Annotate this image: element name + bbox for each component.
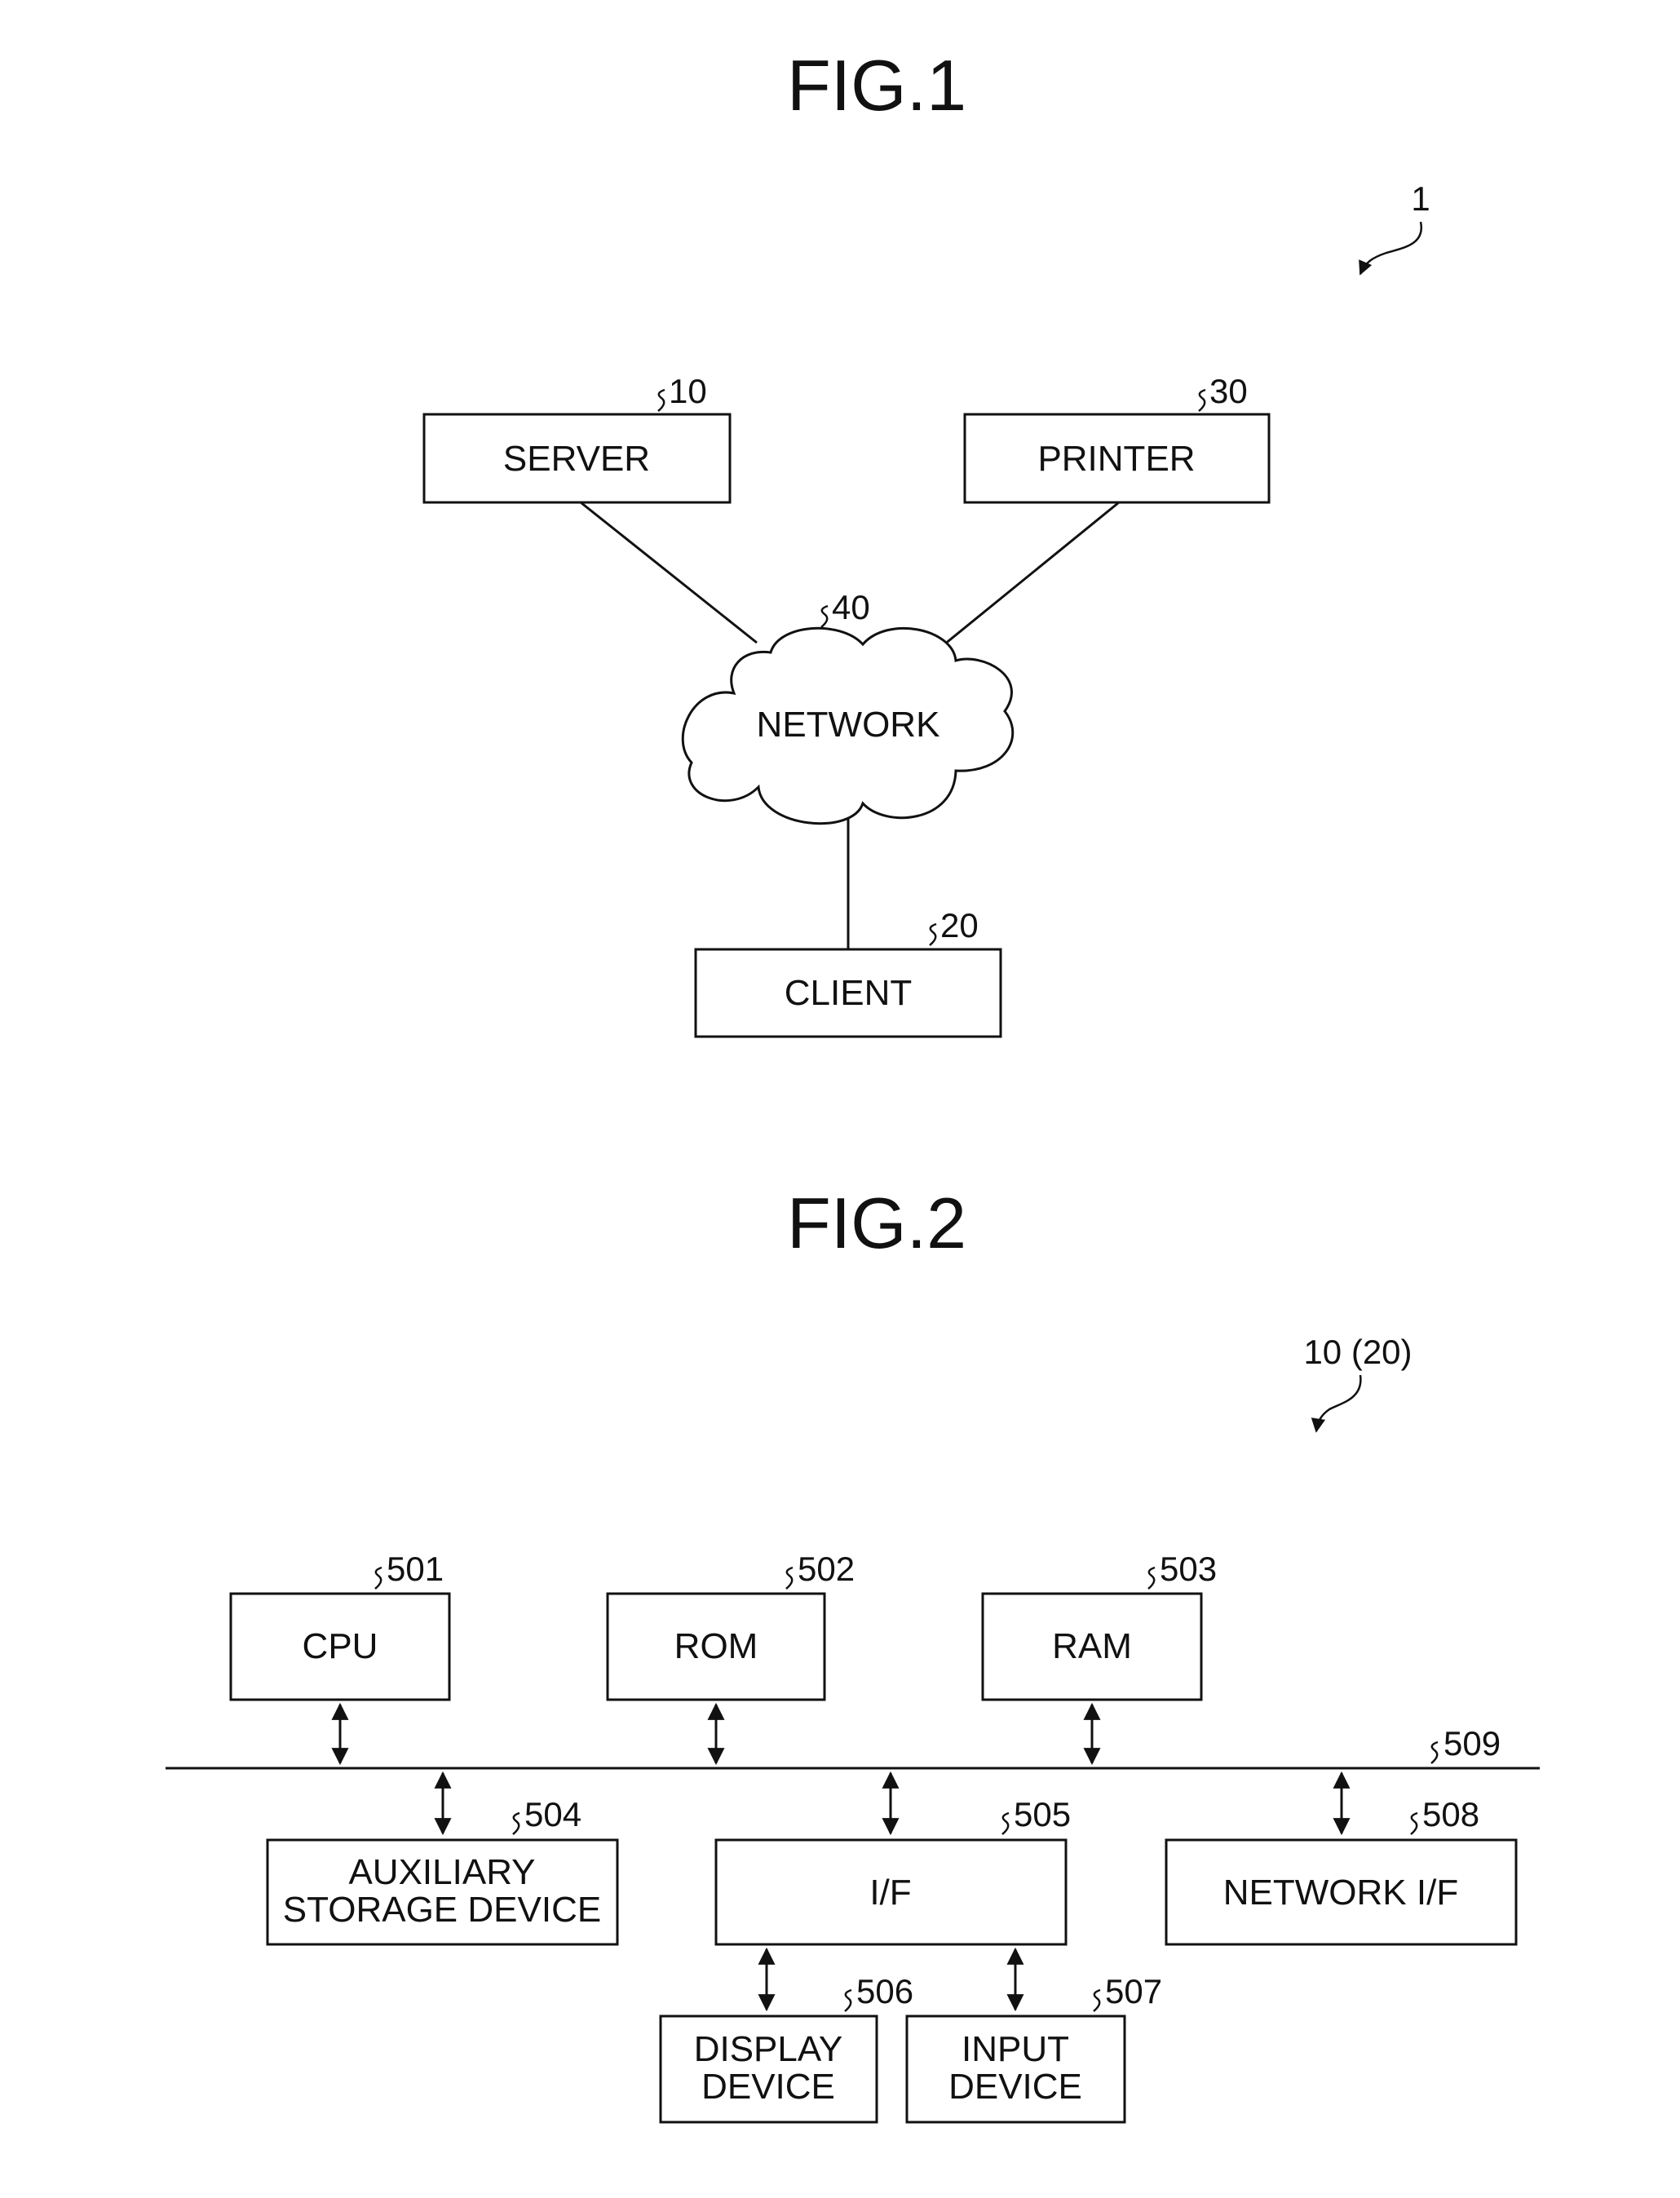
network-ref: 40 bbox=[832, 588, 870, 626]
bus-ref: 509 bbox=[1443, 1724, 1501, 1762]
client-label: CLIENT bbox=[785, 973, 912, 1013]
figure-1: FIG.1 1 SERVER 10 PRINTER 30 NETWORK bbox=[424, 45, 1430, 1037]
ram-ref-squiggle bbox=[1148, 1568, 1155, 1589]
ram-ref: 503 bbox=[1160, 1550, 1217, 1588]
printer-node: PRINTER 30 bbox=[965, 372, 1269, 502]
cpu-ref-squiggle bbox=[375, 1568, 382, 1589]
if-label: I/F bbox=[869, 1873, 911, 1913]
input-ref-squiggle bbox=[1094, 1990, 1100, 2011]
display-device-block: DISPLAY DEVICE 506 bbox=[661, 1949, 913, 2122]
input-label-line1: INPUT bbox=[962, 2029, 1069, 2069]
server-network-link bbox=[581, 502, 757, 643]
network-interface-block: NETWORK I/F 508 bbox=[1166, 1773, 1516, 1944]
printer-label: PRINTER bbox=[1037, 439, 1195, 479]
input-ref: 507 bbox=[1105, 1972, 1162, 2010]
client-ref-squiggle bbox=[930, 924, 936, 945]
netif-label: NETWORK I/F bbox=[1223, 1873, 1458, 1913]
aux-label-line2: STORAGE DEVICE bbox=[283, 1890, 601, 1930]
fig2-title: FIG.2 bbox=[787, 1183, 966, 1263]
printer-ref-squiggle bbox=[1199, 390, 1205, 411]
cpu-block: CPU 501 bbox=[231, 1550, 449, 1763]
figure-2: FIG.2 10 (20) 509 CPU 501 ROM 502 bbox=[166, 1183, 1540, 2122]
rom-ref-squiggle bbox=[786, 1568, 793, 1589]
cpu-ref: 501 bbox=[387, 1550, 444, 1588]
auxiliary-storage-block: AUXILIARY STORAGE DEVICE 504 bbox=[267, 1773, 617, 1944]
system-bus: 509 bbox=[166, 1724, 1540, 1768]
system-ref-leader-arrow bbox=[1360, 222, 1421, 274]
ram-block: RAM 503 bbox=[983, 1550, 1217, 1763]
server-ref-squiggle bbox=[658, 390, 665, 411]
device-reference: 10 (20) bbox=[1303, 1333, 1412, 1431]
netif-ref: 508 bbox=[1422, 1795, 1479, 1833]
aux-ref-squiggle bbox=[513, 1813, 519, 1834]
rom-block: ROM 502 bbox=[608, 1550, 855, 1763]
input-device-block: INPUT DEVICE 507 bbox=[907, 1949, 1162, 2122]
input-label-line2: DEVICE bbox=[948, 2067, 1082, 2107]
fig1-title: FIG.1 bbox=[787, 45, 966, 126]
display-label-line2: DEVICE bbox=[701, 2067, 835, 2107]
server-label: SERVER bbox=[503, 439, 650, 479]
system-reference: 1 bbox=[1360, 179, 1430, 274]
printer-ref: 30 bbox=[1209, 372, 1248, 410]
printer-network-link bbox=[944, 502, 1119, 644]
display-ref: 506 bbox=[856, 1972, 913, 2010]
rom-label: ROM bbox=[674, 1626, 758, 1666]
display-ref-squiggle bbox=[845, 1990, 851, 2011]
client-ref: 20 bbox=[940, 906, 979, 944]
system-ref-label: 1 bbox=[1411, 179, 1430, 218]
aux-label-line1: AUXILIARY bbox=[348, 1852, 535, 1892]
ram-label: RAM bbox=[1052, 1626, 1132, 1666]
device-ref-label: 10 (20) bbox=[1303, 1333, 1412, 1371]
server-ref: 10 bbox=[669, 372, 707, 410]
device-ref-leader-arrow bbox=[1316, 1375, 1360, 1431]
if-ref: 505 bbox=[1014, 1795, 1071, 1833]
network-label: NETWORK bbox=[757, 705, 940, 745]
cpu-label: CPU bbox=[303, 1626, 378, 1666]
if-ref-squiggle bbox=[1002, 1813, 1009, 1834]
bus-ref-squiggle bbox=[1431, 1742, 1438, 1763]
netif-ref-squiggle bbox=[1411, 1813, 1417, 1834]
rom-ref: 502 bbox=[798, 1550, 855, 1588]
network-ref-squiggle bbox=[821, 606, 828, 627]
aux-ref: 504 bbox=[524, 1795, 581, 1833]
display-label-line1: DISPLAY bbox=[694, 2029, 843, 2069]
server-node: SERVER 10 bbox=[424, 372, 730, 502]
interface-block: I/F 505 bbox=[716, 1773, 1071, 1944]
